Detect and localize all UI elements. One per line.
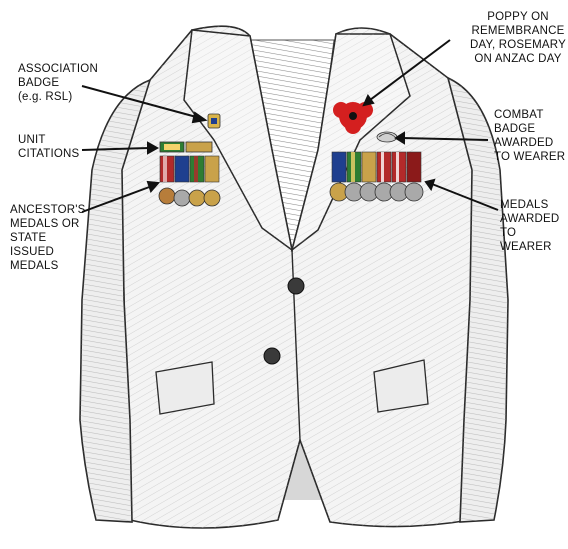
unit-citations [160,142,212,152]
label-combat-badge: COMBAT BADGE AWARDED TO WEARER [494,108,565,164]
label-ancestor-medals: ANCESTOR'S MEDALS OR STATE ISSUED MEDALS [10,203,86,273]
combat-badge [377,132,397,142]
label-poppy: POPPY ON REMEMBRANCE DAY, ROSEMARY ON AN… [470,10,566,66]
label-association-badge: ASSOCIATION BADGE (e.g. RSL) [18,62,98,104]
label-medals-awarded: MEDALS AWARDED TO WEARER [500,198,568,254]
label-unit-citations: UNIT CITATIONS [18,133,79,161]
association-badge [208,114,220,128]
jacket-button-bottom [264,348,280,364]
left-pocket [156,362,214,414]
jacket-button-top [288,278,304,294]
